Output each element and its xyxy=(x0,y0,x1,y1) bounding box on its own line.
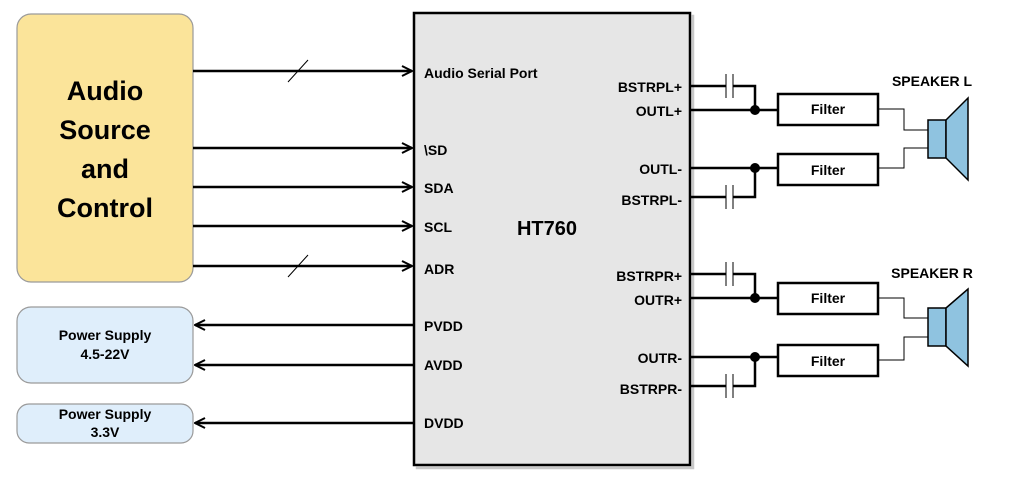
pin-outl-pos: OUTL+ xyxy=(636,103,682,119)
ht760-chip: HT760 Audio Serial Port \SD SDA SCL ADR … xyxy=(412,11,692,467)
audio-source-line-2: Source xyxy=(59,115,151,145)
bootstrap-wire xyxy=(733,357,757,388)
speaker-left-label: SPEAKER L xyxy=(892,73,973,89)
audio-source-line-3: and xyxy=(81,154,129,184)
pin-outl-neg: OUTL- xyxy=(639,161,682,177)
audio-source-line-4: Control xyxy=(57,193,153,223)
pin-bstrpl-neg: BSTRPL- xyxy=(621,192,682,208)
pin-outr-pos: OUTR+ xyxy=(634,292,682,308)
filter-label: Filter xyxy=(811,162,846,178)
bus-slash xyxy=(287,254,309,278)
pin-sda: SDA xyxy=(424,180,454,196)
junction-dot xyxy=(750,105,760,115)
power-supply-voltage: 3.3V xyxy=(91,424,120,440)
bus-slash xyxy=(287,59,309,83)
pin-outr-neg: OUTR- xyxy=(638,350,683,366)
pin-bstrpr-pos: BSTRPR+ xyxy=(616,268,682,284)
chip-body xyxy=(412,11,692,467)
speaker-wire xyxy=(878,336,928,361)
pin-bstrpr-neg: BSTRPR- xyxy=(620,381,683,397)
pin-dvdd: DVDD xyxy=(424,415,464,431)
control-signal-wires xyxy=(193,59,412,278)
bootstrap-wire xyxy=(733,272,757,298)
power-supply-box xyxy=(16,306,194,384)
pin-avdd: AVDD xyxy=(424,357,463,373)
speaker-right-label: SPEAKER R xyxy=(891,265,973,281)
pin-bstrpl-pos: BSTRPL+ xyxy=(618,79,682,95)
audio-source-control-block: Audio Source and Control xyxy=(16,13,194,283)
bootstrap-wire xyxy=(733,84,757,110)
speaker-wire xyxy=(878,297,928,319)
power-wires xyxy=(195,325,414,423)
filter-box xyxy=(776,152,880,187)
filter-box xyxy=(776,281,880,316)
speaker-left-icon xyxy=(927,96,969,182)
junction-dot xyxy=(750,293,760,303)
pin-pvdd: PVDD xyxy=(424,318,463,334)
bootstrap-wire xyxy=(733,168,757,199)
power-supply-4v5-block: Power Supply 4.5-22V xyxy=(16,306,194,384)
audio-source-line-1: Audio xyxy=(67,76,143,106)
filter-label: Filter xyxy=(811,353,846,369)
left-channel-output: Filter Filter SPEAKER L xyxy=(690,73,973,209)
speaker-wire xyxy=(878,147,928,169)
filter-label: Filter xyxy=(811,101,846,117)
filter-box xyxy=(776,92,880,127)
pin-adr: ADR xyxy=(424,261,454,277)
power-supply-voltage: 4.5-22V xyxy=(80,346,130,362)
power-supply-title: Power Supply xyxy=(59,327,152,343)
pin-sd: \SD xyxy=(424,142,447,158)
power-supply-title: Power Supply xyxy=(59,406,152,422)
pin-audio-serial-port: Audio Serial Port xyxy=(424,65,538,81)
audio-source-box xyxy=(16,13,194,283)
speaker-right-icon xyxy=(927,287,969,368)
right-channel-output: Filter Filter SPEAKER R xyxy=(690,262,973,398)
filter-label: Filter xyxy=(811,290,846,306)
power-supply-3v3-block: Power Supply 3.3V xyxy=(16,403,194,444)
chip-name: HT760 xyxy=(517,218,577,240)
filter-box xyxy=(776,343,880,378)
speaker-wire xyxy=(878,108,928,131)
pin-scl: SCL xyxy=(424,219,452,235)
power-supply-box xyxy=(16,403,194,444)
